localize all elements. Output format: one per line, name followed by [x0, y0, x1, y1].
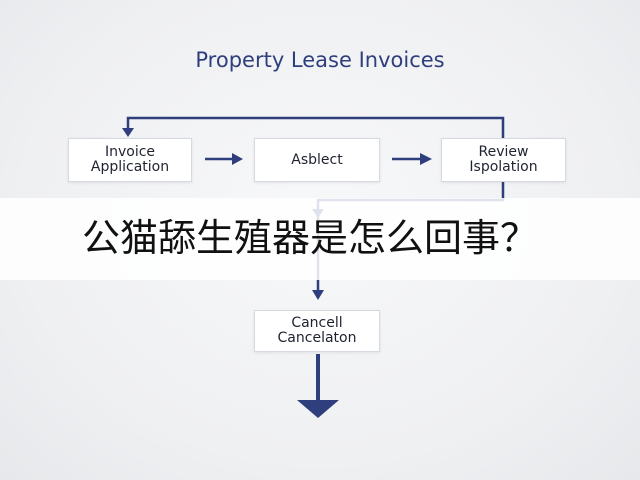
node-label-line: Cancelaton	[277, 330, 357, 346]
banner-caption: 公猫舔生殖器是怎么回事？	[82, 216, 539, 260]
node-label-line: Review	[478, 144, 529, 160]
arrow-asblect-to-review-head	[420, 153, 432, 165]
node-label-line: Cancell	[291, 315, 343, 331]
node-label-line: Application	[90, 159, 170, 175]
arrow-invoice-to-asblect-head	[232, 153, 243, 165]
node-cancell-cancelaton: Cancell Cancelaton	[254, 310, 380, 352]
diagram-title: Property Lease Invoices	[195, 48, 445, 72]
loop-arrowhead	[122, 128, 134, 137]
node-label-line: Invoice	[104, 144, 156, 160]
exit-arrowhead	[297, 400, 339, 418]
arrowhead-into-cancell	[312, 290, 324, 300]
node-label-line: Ispolation	[469, 159, 538, 175]
node-asblect: Asblect	[254, 138, 380, 182]
node-invoice-application: Invoice Application	[68, 138, 192, 182]
loop-connector-review-to-invoice	[126, 116, 505, 138]
overlay-banner: 公猫舔生殖器是怎么回事？	[0, 198, 640, 280]
node-review-ispolation: Review Ispolation	[441, 138, 566, 182]
node-label-line: Asblect	[291, 151, 343, 168]
